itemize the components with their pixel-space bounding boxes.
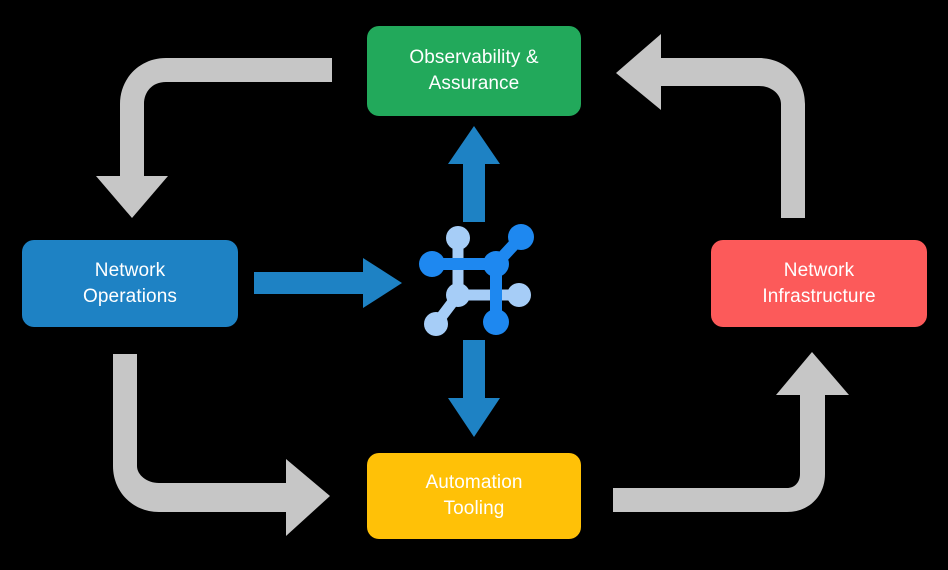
arrow-automation-to-infrastructure	[613, 352, 849, 512]
network-topology-glyph	[419, 224, 534, 336]
network-topology-icon	[418, 220, 538, 338]
topology-nodes-secondary	[424, 226, 531, 336]
node-label-automation-tooling: Automation Tooling	[425, 472, 523, 519]
arrow-observability-to-operations	[96, 58, 332, 218]
topology-nodes-primary	[419, 224, 534, 335]
node-label-observability: Observability & Assurance	[409, 47, 539, 94]
arrow-operations-to-center	[254, 258, 402, 308]
node-label-network-infrastructure: Network Infrastructure	[762, 259, 876, 307]
arrow-operations-to-automation	[113, 354, 330, 536]
node-network-infrastructure[interactable]: Network Infrastructure	[711, 240, 927, 327]
node-observability-assurance[interactable]: Observability & Assurance	[367, 26, 581, 116]
node-network-operations[interactable]: Network Operations	[22, 240, 238, 327]
arrow-center-up	[448, 126, 500, 222]
node-label-network-operations: Network Operations	[83, 259, 177, 307]
arrow-infrastructure-to-observability	[616, 34, 805, 218]
node-automation-tooling[interactable]: Automation Tooling	[367, 453, 581, 539]
arrow-center-down	[448, 340, 500, 437]
